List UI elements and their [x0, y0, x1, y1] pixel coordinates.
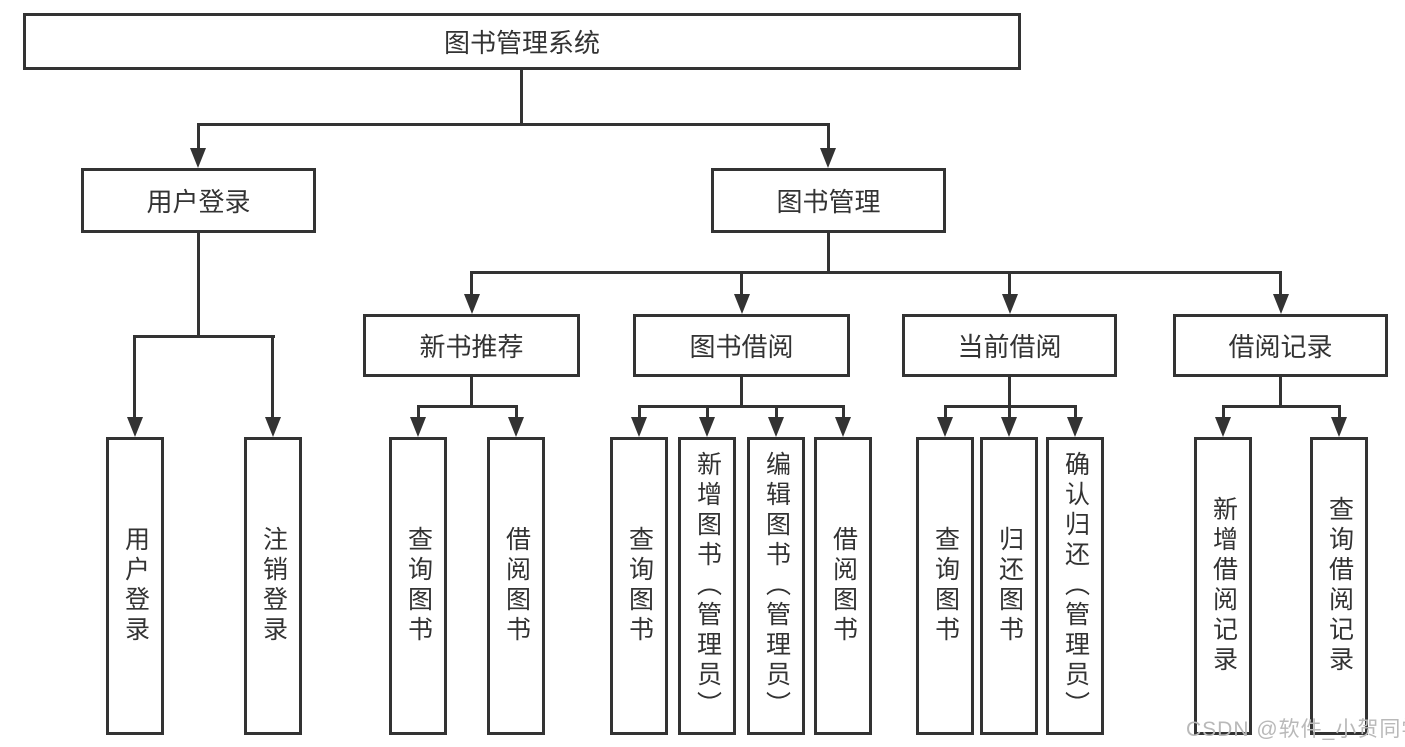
node-library-management-system: 图书管理系统: [23, 13, 1021, 70]
leaf-borrow-books-recommend: 借阅图书: [487, 437, 545, 735]
node-new-book-recommend: 新书推荐: [363, 314, 580, 377]
connector-root-hline: [197, 123, 830, 126]
connector-stem-new-books: [470, 271, 473, 296]
node-borrow-records: 借阅记录: [1173, 314, 1388, 377]
node-book-borrow: 图书借阅: [633, 314, 850, 377]
arrowhead-newbooks-leaf2: [508, 417, 524, 437]
arrowhead-book-borrow: [734, 294, 750, 314]
connector-newbooks-stub: [470, 377, 473, 408]
connector-stem-book-borrow: [740, 271, 743, 296]
connector-mgmt-hline: [470, 271, 1282, 274]
connector-login-stub: [197, 233, 200, 338]
leaf-query-books-recommend-label: 查询图书: [404, 526, 433, 646]
leaf-query-borrow-record-label: 查询借阅记录: [1325, 496, 1354, 676]
arrowhead-records-leaf2: [1331, 417, 1347, 437]
arrowhead-new-books: [464, 294, 480, 314]
leaf-query-borrow-record: 查询借阅记录: [1310, 437, 1368, 735]
arrowhead-login-leaf1: [127, 417, 143, 437]
leaf-return-books-label: 归还图书: [995, 526, 1024, 646]
connector-curborrow-stub: [1008, 377, 1011, 408]
connector-stem-bookborrow-leaf3: [775, 405, 778, 421]
arrowhead-book-management: [820, 148, 836, 168]
connector-records-hline: [1222, 405, 1341, 408]
leaf-add-borrow-record: 新增借阅记录: [1194, 437, 1252, 735]
connector-stem-current-borrow: [1008, 271, 1011, 296]
leaf-edit-books-admin-label: 编辑图书（管理员）: [762, 451, 791, 721]
leaf-confirm-return-admin-label: 确认归还（管理员）: [1061, 451, 1090, 721]
leaf-logout: 注销登录: [244, 437, 302, 735]
arrowhead-curborrow-leaf3: [1067, 417, 1083, 437]
connector-stem-borrow-records: [1279, 271, 1282, 296]
leaf-borrow-books: 借阅图书: [814, 437, 872, 735]
connector-stem-records-leaf1: [1222, 405, 1225, 421]
connector-newbooks-hline: [417, 405, 518, 408]
leaf-borrow-books-recommend-label: 借阅图书: [502, 526, 531, 646]
arrowhead-records-leaf1: [1215, 417, 1231, 437]
leaf-query-books-current-label: 查询图书: [931, 526, 960, 646]
connector-bookborrow-stub: [740, 377, 743, 408]
connector-stem-newbooks-leaf2: [515, 405, 518, 421]
arrowhead-user-login: [190, 148, 206, 168]
leaf-query-books-borrow: 查询图书: [610, 437, 668, 735]
arrowhead-newbooks-leaf1: [410, 417, 426, 437]
watermark: CSDN @软件_小贺同学: [1186, 718, 1405, 741]
leaf-borrow-books-label: 借阅图书: [829, 526, 858, 646]
arrowhead-login-leaf2: [265, 417, 281, 437]
connector-stem-curborrow-leaf1: [944, 405, 947, 421]
connector-records-stub: [1279, 377, 1282, 408]
leaf-return-books: 归还图书: [980, 437, 1038, 735]
connector-stem-bookborrow-leaf2: [706, 405, 709, 421]
arrowhead-curborrow-leaf2: [1001, 417, 1017, 437]
arrowhead-bookborrow-leaf4: [835, 417, 851, 437]
node-user-login: 用户登录: [81, 168, 316, 233]
leaf-logout-label: 注销登录: [259, 526, 288, 646]
connector-root-stub: [520, 70, 523, 126]
connector-stem-newbooks-leaf1: [417, 405, 420, 421]
connector-stem-user-login: [197, 123, 200, 152]
connector-bookborrow-hline: [638, 405, 845, 408]
arrowhead-current-borrow: [1002, 294, 1018, 314]
connector-login-hline: [133, 335, 275, 338]
leaf-query-books-current: 查询图书: [916, 437, 974, 735]
leaf-confirm-return-admin: 确认归还（管理员）: [1046, 437, 1104, 735]
connector-stem-bookborrow-leaf4: [842, 405, 845, 421]
connector-stem-records-leaf2: [1338, 405, 1341, 421]
arrowhead-curborrow-leaf1: [937, 417, 953, 437]
leaf-query-books-borrow-label: 查询图书: [625, 526, 654, 646]
leaf-add-books-admin-label: 新增图书（管理员）: [693, 451, 722, 721]
connector-mgmt-stub: [827, 233, 830, 274]
connector-stem-login-leaf1: [133, 335, 136, 419]
connector-stem-login-leaf2: [271, 335, 274, 419]
node-current-borrow: 当前借阅: [902, 314, 1117, 377]
connector-stem-curborrow-leaf2: [1008, 405, 1011, 421]
leaf-query-books-recommend: 查询图书: [389, 437, 447, 735]
leaf-user-login-label: 用户登录: [121, 526, 150, 646]
connector-stem-book-management: [827, 123, 830, 152]
connector-stem-curborrow-leaf3: [1074, 405, 1077, 421]
arrowhead-bookborrow-leaf1: [631, 417, 647, 437]
leaf-add-books-admin: 新增图书（管理员）: [678, 437, 736, 735]
arrowhead-bookborrow-leaf2: [699, 417, 715, 437]
arrowhead-bookborrow-leaf3: [768, 417, 784, 437]
node-book-management: 图书管理: [711, 168, 946, 233]
connector-stem-bookborrow-leaf1: [638, 405, 641, 421]
leaf-add-borrow-record-label: 新增借阅记录: [1209, 496, 1238, 676]
leaf-user-login: 用户登录: [106, 437, 164, 735]
leaf-edit-books-admin: 编辑图书（管理员）: [747, 437, 805, 735]
arrowhead-borrow-records: [1273, 294, 1289, 314]
